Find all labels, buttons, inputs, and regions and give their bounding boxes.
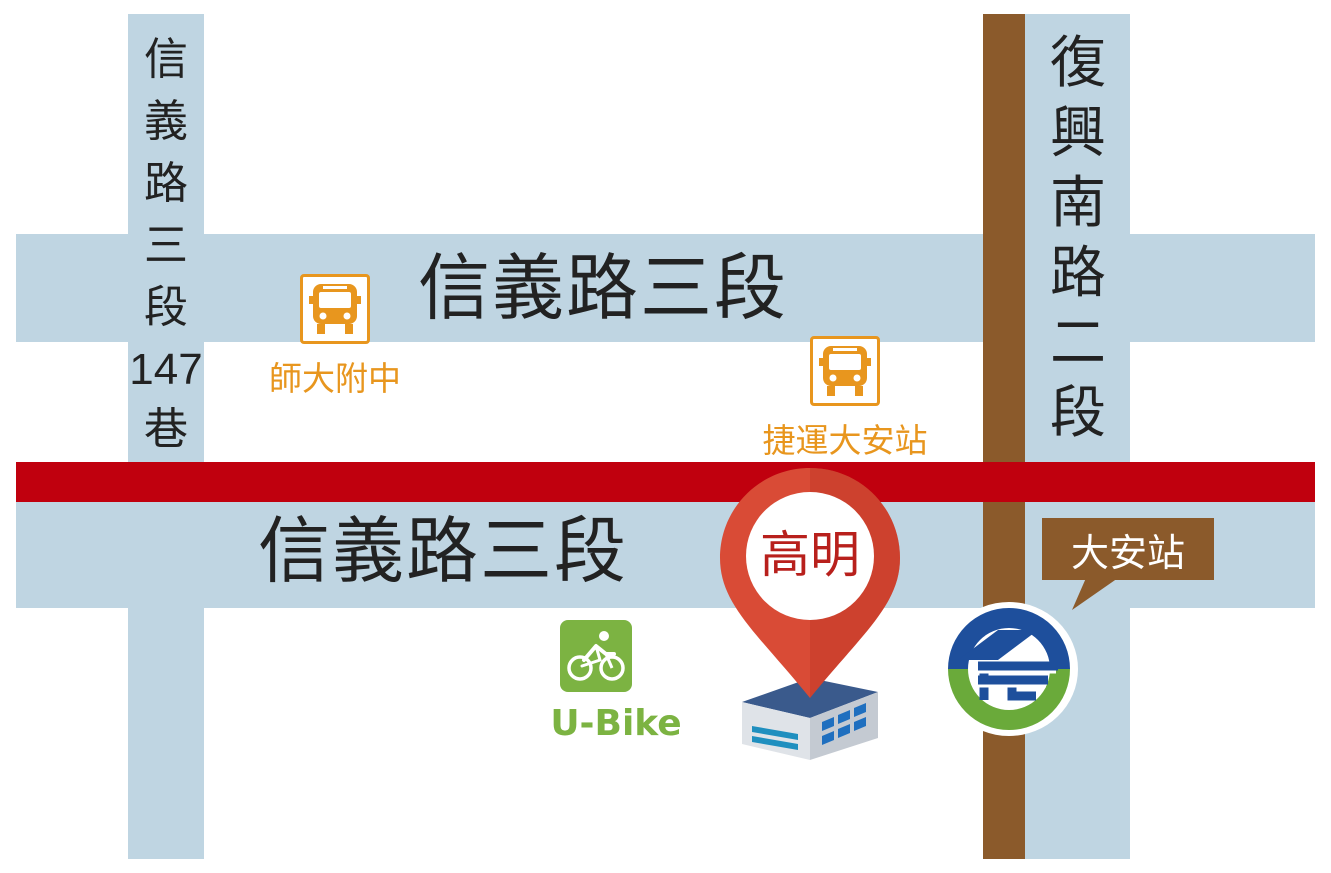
taipei-metro-logo-icon [938, 600, 1080, 738]
alley-char: 路 [144, 158, 188, 209]
bus-icon [810, 336, 880, 406]
alley-147-road [128, 14, 204, 859]
alley-char: 段 [144, 282, 188, 333]
location-pin-icon: 高明 [716, 464, 904, 702]
fuxing-char: 興 [1050, 101, 1106, 166]
bus-stop-shida: 師大附中 [250, 274, 420, 395]
alley-char: 信 [144, 34, 188, 85]
alley-char: 義 [144, 96, 188, 147]
metro-station-callout: 大安站 [1042, 518, 1214, 612]
alley-147-label: 信 義 路 三 段 147 巷 [118, 38, 214, 470]
fuxing-char: 南 [1050, 171, 1106, 236]
bicycle-icon [560, 620, 632, 692]
red-metro-line [16, 462, 1315, 502]
fuxing-char: 復 [1050, 31, 1106, 96]
fuxing-char: 路 [1050, 241, 1106, 306]
fuxing-char: 二 [1050, 311, 1106, 376]
alley-number: 147 [129, 345, 203, 394]
station-label: 大安站 [1042, 518, 1214, 580]
fuxing-road-label: 復 興 南 路 二 段 [1042, 36, 1114, 456]
bus-icon [300, 274, 370, 344]
ubike-label: U-Bike [550, 703, 682, 744]
fuxing-char: 段 [1050, 381, 1106, 446]
alley-char: 巷 [144, 404, 188, 455]
top-road-label: 信義路三段 [418, 246, 789, 330]
alley-char: 三 [144, 220, 188, 271]
marker-label: 高明 [760, 526, 860, 584]
bottom-road-label: 信義路三段 [258, 509, 629, 593]
ubike-station: U-Bike [530, 620, 700, 744]
bus-stop-daan-mrt: 捷運大安站 [740, 336, 950, 457]
bus-stop-label: 師大附中 [269, 359, 401, 398]
bus-stop-label: 捷運大安站 [762, 421, 928, 460]
